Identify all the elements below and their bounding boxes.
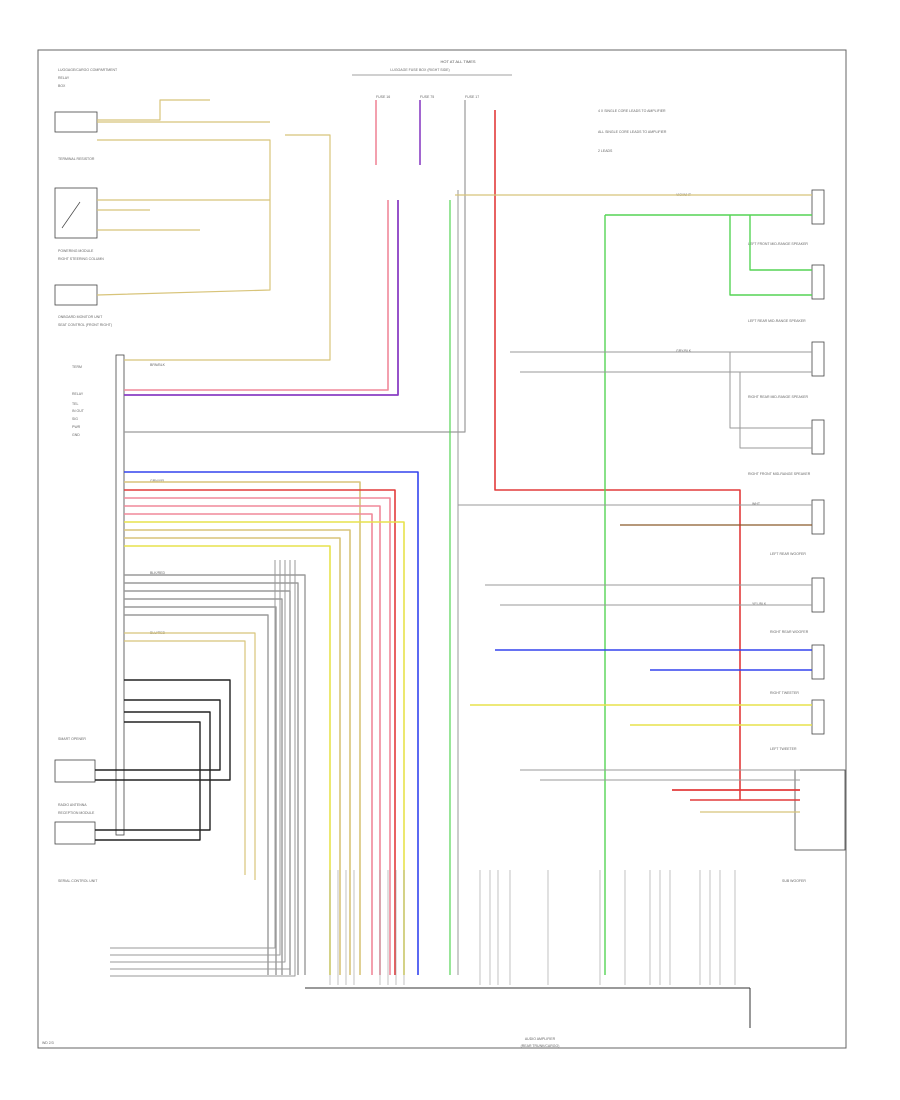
wire [95,721,201,841]
pin-label: TEL [72,402,78,406]
wire [95,679,231,781]
right-speakers: LEFT FRONT MID-RANGE SPEAKER LEFT REAR M… [748,189,846,883]
wire [124,632,256,880]
smart-opener-box [54,759,96,783]
wire-label: BLK/RED [150,571,165,575]
component-terminal-resistor: TERMINAL RESISTOR [58,157,95,161]
pin-label: GND [72,433,80,437]
top-left-module-line-1: LUGGAGE/CARGO COMPARTMENT [58,68,118,72]
wire [124,200,389,391]
wire [124,505,381,975]
wire [124,529,351,975]
wire-label: GRN/YEL [150,479,165,483]
wire [110,560,276,949]
wire [110,560,286,963]
legend-item-3: 2 LEADS [598,149,613,153]
wire [97,99,210,121]
top-left-module-line-2: RELAY [58,76,70,80]
legend-item-1: 4 X SINGLE CORE LEADS TO AMPLIFIER [598,109,666,113]
pin-label: SIG [72,417,78,421]
antenna-box [54,821,96,845]
wire [96,139,271,296]
diagram-frame [37,49,847,1049]
wire [124,640,246,875]
fuse-box-title: HOT AT ALL TIMES [440,59,475,64]
legend: 4 X SINGLE CORE LEADS TO AMPLIFIER ALL S… [598,109,667,153]
wire [124,537,341,975]
pin-label: TERM [72,365,82,369]
wire [110,560,296,977]
amplifier-module: AUDIO AMPLIFIER (REAR TRUNK/CARGO) [305,987,751,1048]
wire [124,489,396,975]
wire [95,711,211,831]
wire [124,497,391,975]
wire-label: BRN/BLK [150,363,166,367]
wire [729,352,812,429]
wire [95,699,221,771]
top-left-module-line-3: BOX [58,84,66,88]
speaker-label: RIGHT TWEETER [770,691,799,695]
component-reception-module: RECEPTION MODULE [58,811,95,815]
component-steering-column: RIGHT STEERING COLUMN [58,257,104,261]
wire [124,606,277,975]
fuse-75-label: FUSE 75 [420,95,434,99]
component-radio-antenna: RADIO ANTENNA [58,803,87,807]
wire [739,372,812,449]
left-components: TERMINAL RESISTOR POWERING MODULE RIGHT … [58,157,112,883]
fuse-box-subtitle: LUGGAGE FUSE BOX (RIGHT SIDE) [390,68,449,72]
wire [110,560,281,956]
component-onboard-monitor: ONBOARD MONITOR UNIT [58,315,103,319]
wire [124,521,405,975]
pin-label: RELAY [72,392,84,396]
legend-item-2: ALL SINGLE CORE LEADS TO AMPLIFIER [598,130,667,134]
wire [124,582,299,975]
wire [124,200,399,396]
wire [124,614,269,975]
speaker-label: LEFT REAR WOOFER [770,552,806,556]
wire [749,215,812,271]
pin-label: IN OUT [72,409,85,413]
amplifier-subtitle: (REAR TRUNK/CARGO) [521,1044,560,1048]
speaker-label: LEFT REAR MID-RANGE SPEAKER [748,319,806,323]
speaker-label: LEFT TWEETER [770,747,797,751]
fuse-16-label: FUSE 16 [376,95,390,99]
wire-label: WHT [752,502,761,506]
footer-code: WD 2/3 [42,1041,54,1045]
wire [124,574,306,975]
amplifier-title: AUDIO AMPLIFIER [525,1037,556,1041]
speaker-label: RIGHT REAR MID-RANGE SPEAKER [748,395,809,399]
wire [110,560,291,970]
wire-label: GRY/BLK [676,349,692,353]
head-unit-connector [115,354,125,836]
wire [124,590,291,975]
top-left-module: LUGGAGE/CARGO COMPARTMENT RELAY BOX [54,68,118,306]
wire [124,471,419,975]
speaker-label: RIGHT FRONT MID-RANGE SPEAKER [748,472,811,476]
wire [124,513,373,975]
wire [124,100,466,433]
wires [95,99,812,985]
wire [124,598,283,975]
speaker-label: LEFT FRONT MID-RANGE SPEAKER [748,242,808,246]
wire [124,134,331,361]
component-seat-control: SEAT CONTROL (FRONT RIGHT) [58,323,112,327]
speaker-label: SUB WOOFER [782,879,806,883]
wire [124,545,331,975]
pin-label: PWR [72,425,81,429]
fuse-box-header: HOT AT ALL TIMES LUGGAGE FUSE BOX (RIGHT… [352,59,512,99]
wire [124,481,361,975]
speaker-label: RIGHT REAR WOOFER [770,630,809,634]
fuse-17-label: FUSE 17 [465,95,479,99]
left-connector-pins: TERM RELAY TEL IN OUT SIG PWR GND [72,365,85,437]
component-serial-control: SERIAL CONTROL UNIT [58,879,98,883]
wire [494,110,741,800]
wire-label: YEL/BLK [752,602,767,606]
wire [729,215,812,296]
component-smart-opener: SMART OPENER [58,737,86,741]
component-powering-module: POWERING MODULE [58,249,94,253]
